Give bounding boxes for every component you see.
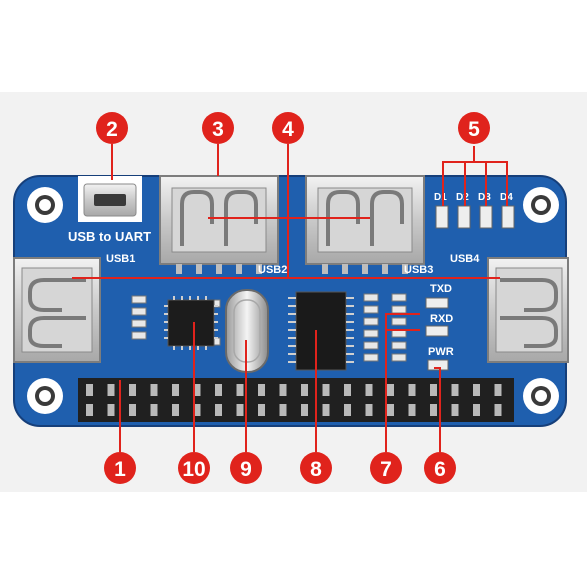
d2-label: D2 [456,192,469,203]
gpio-pin [494,384,502,396]
usb-to-uart-label: USB to UART [68,229,151,244]
svg-text:2: 2 [106,118,118,141]
gpio-pin [107,404,115,416]
txd-label: TXD [430,283,452,295]
gpio-pin [322,404,330,416]
d3-label: D3 [478,192,491,203]
gpio-pin [408,404,416,416]
svg-text:10: 10 [182,458,205,481]
gpio-pin [387,404,394,416]
gpio-pin [451,404,459,416]
gpio-pin [365,404,373,416]
callout-leaders [72,144,508,452]
gpio-pin [258,384,265,396]
smd-resistors-right [363,293,407,362]
gpio-pin [193,404,201,416]
gpio-pin [193,384,201,396]
gpio-pin [107,384,115,396]
svg-text:1: 1 [114,458,126,481]
callout-10: 10 [178,452,210,484]
callout-7: 7 [370,452,402,484]
gpio-pin [172,384,179,396]
callout-9: 9 [230,452,262,484]
gpio-pin [494,404,502,416]
svg-text:8: 8 [310,458,322,481]
gpio-header-base [78,378,514,422]
gpio-pin [236,384,244,396]
crystal-oscillator [225,289,269,373]
callout-8: 8 [300,452,332,484]
gpio-pin [473,384,480,396]
indicator-leds [425,297,449,371]
callout-5: 5 [458,112,490,144]
usb-hub-chip [164,296,218,350]
gpio-pin [387,384,394,396]
callout-4: 4 [272,112,304,144]
callout-3: 3 [202,112,234,144]
svg-text:3: 3 [212,118,224,141]
gpio-pin [129,384,136,396]
gpio-pin [215,404,222,416]
svg-text:5: 5 [468,118,480,141]
gpio-pin [408,384,416,396]
gpio-pin [430,384,437,396]
gpio-pin [86,384,93,396]
gpio-pin [150,404,158,416]
usb4-label: USB4 [450,253,480,265]
gpio-pin [473,404,480,416]
gpio-pin [215,384,222,396]
svg-text:9: 9 [240,458,252,481]
gpio-pin [365,384,373,396]
gpio-pin [279,404,287,416]
callout-6: 6 [424,452,456,484]
usb3-port [305,175,425,274]
gpio-header [78,378,514,422]
gpio-pin [301,404,308,416]
callout-2: 2 [96,112,128,144]
svg-text:6: 6 [434,458,446,481]
mounting-holes [27,187,559,414]
gpio-pin [301,384,308,396]
gpio-pin [322,384,330,396]
gpio-pin [451,384,459,396]
gpio-pin [344,404,351,416]
usb3-label: USB3 [404,264,433,276]
usb2-port [159,175,279,274]
gpio-pin [430,404,437,416]
usb4-port [487,257,569,363]
d1-label: D1 [434,192,447,203]
callout-1: 1 [104,452,136,484]
gpio-pin [86,404,93,416]
smd-resistors-left [131,295,221,346]
micro-usb-port [78,176,142,222]
gpio-pin [258,404,265,416]
gpio-pin [150,384,158,396]
usb1-label: USB1 [106,253,135,265]
usb1-port [13,257,101,363]
gpio-pin [172,404,179,416]
gpio-pin [236,404,244,416]
gpio-pin [129,404,136,416]
usb-uart-chip [288,291,354,371]
gpio-pin [279,384,287,396]
svg-text:7: 7 [380,458,392,481]
usb2-label: USB2 [258,264,287,276]
gpio-pin [344,384,351,396]
svg-text:4: 4 [282,118,294,141]
rxd-label: RXD [430,313,453,325]
pwr-label: PWR [428,346,454,358]
